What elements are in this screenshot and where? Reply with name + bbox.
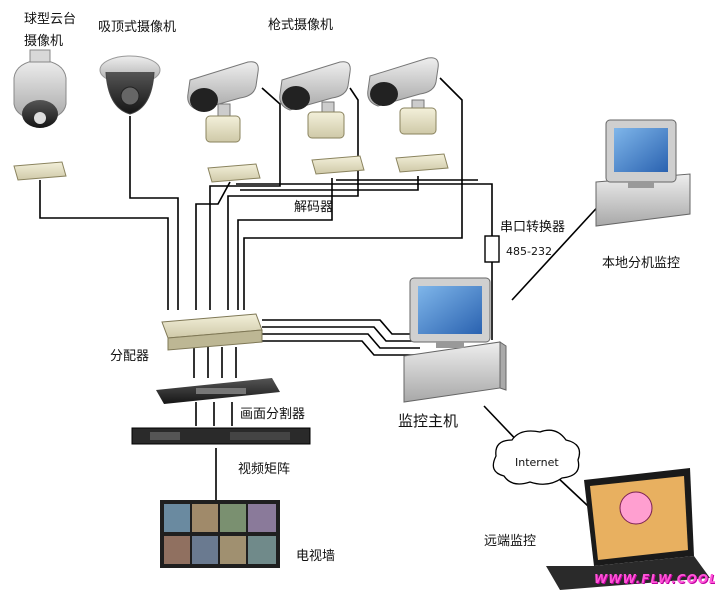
video-matrix-label: 视频矩阵 xyxy=(238,462,291,477)
remote-laptop xyxy=(546,468,710,590)
decoder-box-1 xyxy=(13,161,67,181)
dome-ptz-camera-label-line2: 摄像机 xyxy=(24,34,64,49)
bullet-camera-2 xyxy=(279,61,351,139)
distributor-device xyxy=(161,313,263,351)
rs485-232-label: 485-232 xyxy=(506,245,552,258)
remote-monitor-label: 远端监控 xyxy=(484,534,537,549)
video-matrix-device xyxy=(131,427,311,445)
bullet-camera-label: 枪式摄像机 xyxy=(268,18,334,33)
watermark-logo: WWW.FLW.COOL xyxy=(594,572,715,586)
bullet-camera-3 xyxy=(367,57,439,135)
internet-label: Internet xyxy=(515,456,559,469)
local-monitor-label: 本地分机监控 xyxy=(602,256,681,271)
monitor-host-label: 监控主机 xyxy=(398,412,459,430)
tv-wall-label: 电视墙 xyxy=(296,549,336,564)
bullet-camera-1 xyxy=(187,61,259,143)
ceiling-camera-label: 吸顶式摄像机 xyxy=(98,20,177,35)
decoder-box-4 xyxy=(395,153,449,173)
wiring xyxy=(39,77,605,507)
serial-converter-device xyxy=(484,235,500,263)
decoder-label: 解码器 xyxy=(294,200,334,215)
quad-splitter-label: 画面分割器 xyxy=(240,407,306,422)
serial-converter-label: 串口转换器 xyxy=(500,220,566,235)
local-monitor-pc xyxy=(595,119,691,227)
internet-cloud xyxy=(492,429,581,485)
distributor-label: 分配器 xyxy=(110,349,150,364)
quad-splitter-device xyxy=(156,378,280,404)
dome-ptz-camera xyxy=(13,49,67,128)
decoder-box-3 xyxy=(311,155,365,175)
tv-wall xyxy=(160,500,280,568)
decoder-box-2 xyxy=(207,163,261,183)
monitor-host-pc xyxy=(403,277,507,403)
ceiling-dome-camera xyxy=(99,55,161,115)
dome-ptz-camera-label-line1: 球型云台 xyxy=(24,12,77,27)
